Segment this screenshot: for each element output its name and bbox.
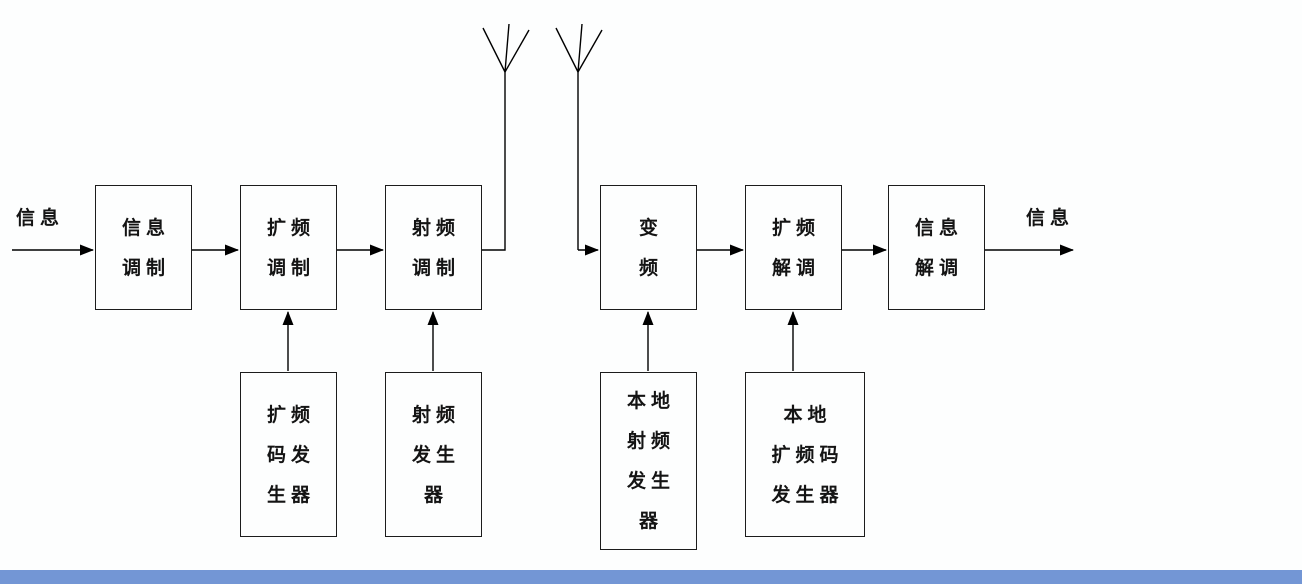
- block-info-modulation: 信息 调制: [95, 185, 192, 310]
- rx-antenna-icon: [555, 23, 603, 73]
- block-rf-generator: 射频 发生 器: [385, 372, 482, 537]
- block-info-demodulation: 信息 解调: [888, 185, 985, 310]
- tx-antenna-icon: [482, 23, 530, 73]
- block-rf-modulation: 射频 调制: [385, 185, 482, 310]
- bottom-bar: [0, 570, 1302, 584]
- input-signal-label: 信息: [16, 207, 65, 229]
- wire-rfmod-to-tx-antenna: [482, 72, 506, 251]
- block-local-rf-generator: 本地 射频 发生 器: [600, 372, 697, 550]
- block-spread-modulation: 扩频 调制: [240, 185, 337, 310]
- block-frequency-converter: 变 频: [600, 185, 697, 310]
- output-signal-label: 信息: [1026, 207, 1075, 229]
- block-spread-code-generator: 扩频 码发 生器: [240, 372, 337, 537]
- block-spread-demodulation: 扩频 解调: [745, 185, 842, 310]
- block-local-spread-code-generator: 本地 扩频码 发生器: [745, 372, 865, 537]
